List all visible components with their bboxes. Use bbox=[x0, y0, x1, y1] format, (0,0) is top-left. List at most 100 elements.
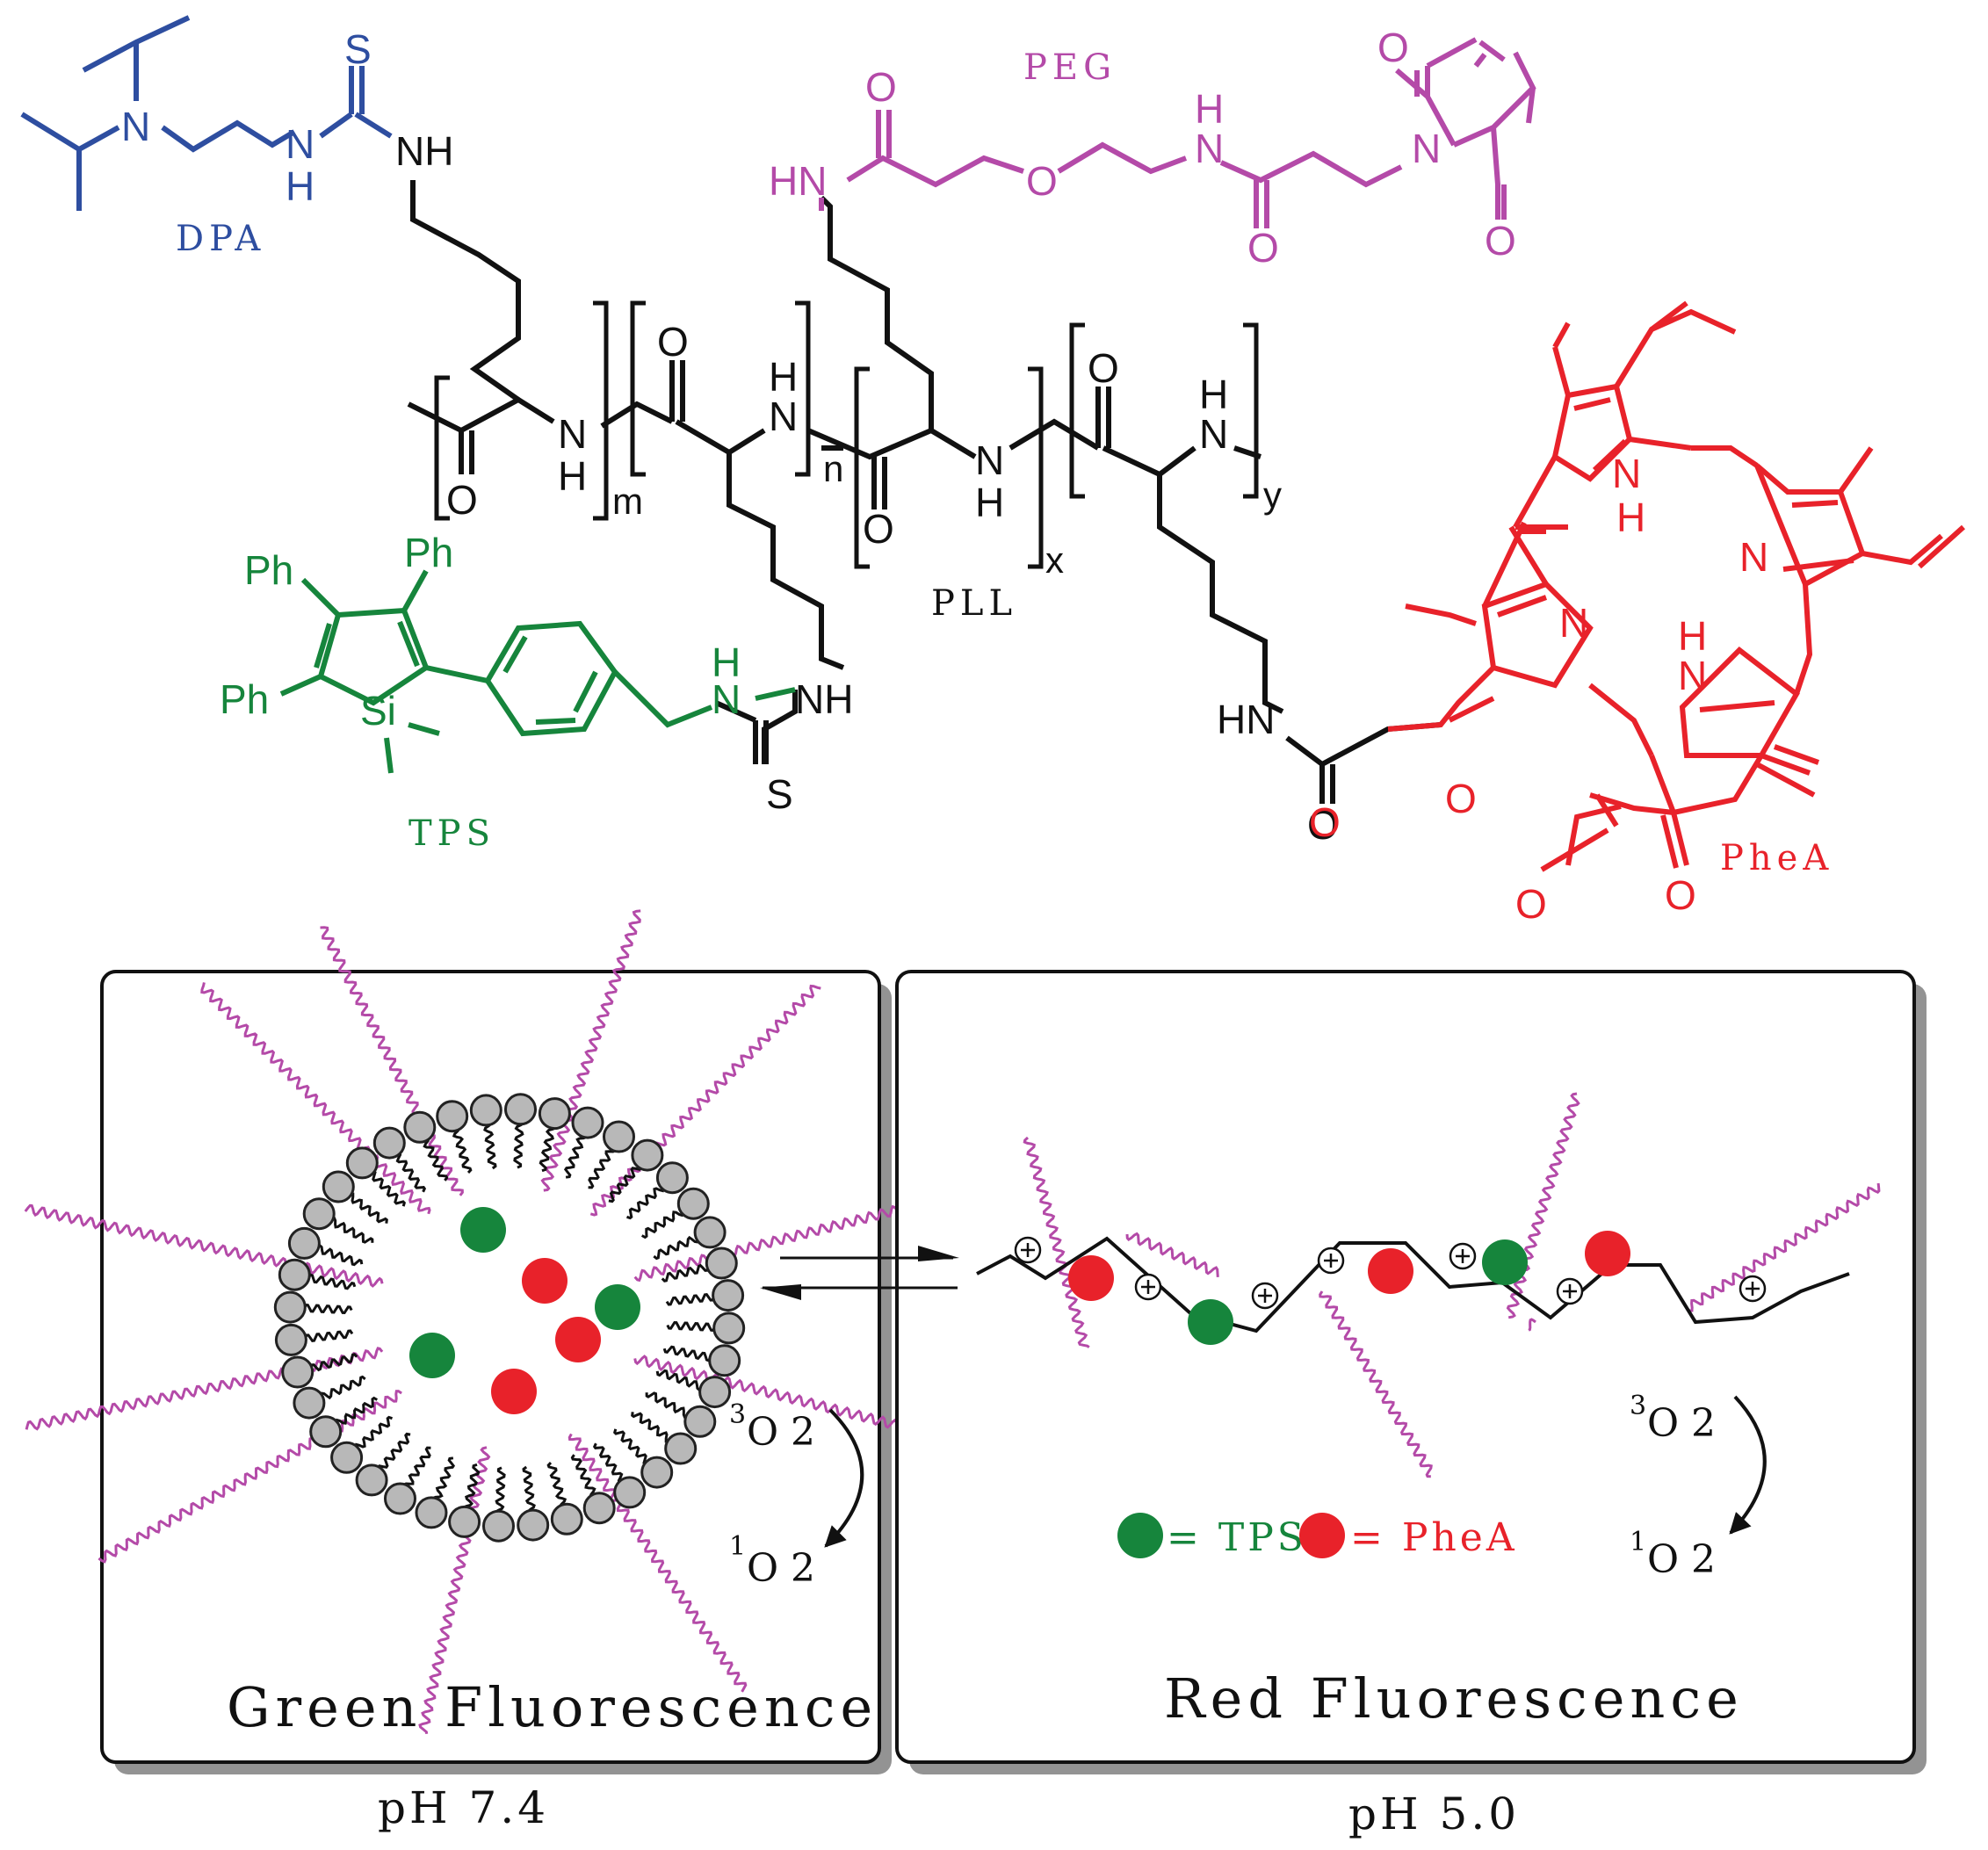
hydrophobic-tail bbox=[463, 1463, 481, 1509]
hydrophobic-tail bbox=[645, 1391, 688, 1419]
plus-charge bbox=[1134, 1273, 1162, 1301]
singlet-o2-sup-left: 1 bbox=[729, 1531, 746, 1562]
phea-o-atom-4: O bbox=[1665, 872, 1696, 918]
hydrophobic-tail bbox=[483, 1123, 497, 1170]
hydrophobic-tail bbox=[613, 1428, 647, 1465]
phea-dye-dot bbox=[1068, 1255, 1114, 1301]
encapsulated-dyes bbox=[409, 1207, 640, 1414]
head-bead bbox=[705, 1247, 738, 1280]
micelle-hydrophobic-tails bbox=[303, 1122, 716, 1514]
hydrophobic-tail bbox=[423, 1138, 449, 1182]
phea-o-atom-3: O bbox=[1515, 881, 1547, 927]
head-bead bbox=[469, 1094, 502, 1127]
head-bead bbox=[538, 1097, 571, 1131]
cationic-charges bbox=[1014, 1236, 1767, 1310]
hydrophobic-tail bbox=[303, 1304, 353, 1315]
hydrophobic-tail bbox=[665, 1292, 716, 1306]
released-dyes bbox=[1068, 1231, 1630, 1345]
n-atom-3: N bbox=[975, 437, 1004, 483]
dpa-n-atom: N bbox=[121, 104, 150, 149]
hydrophobic-tail bbox=[666, 1320, 716, 1332]
peg-n-atom-1: N bbox=[1195, 126, 1224, 171]
phea-o-atom-2: O bbox=[1445, 776, 1477, 821]
ph-5-0-label: pH 5.0 bbox=[1348, 1789, 1520, 1839]
tps-si-atom: Si bbox=[360, 688, 396, 733]
peg-tails-extended bbox=[1023, 1092, 1881, 1478]
h-atom-1: H bbox=[558, 453, 587, 499]
phea-n-atom-2: N bbox=[1739, 534, 1768, 580]
dpa-s-atom: S bbox=[344, 26, 372, 72]
plus-charge bbox=[1251, 1282, 1279, 1310]
micelle-head-beads bbox=[273, 1093, 746, 1543]
hydrophobic-tail bbox=[631, 1412, 669, 1443]
dpa-group bbox=[20, 15, 393, 211]
peg-o-atom-2: O bbox=[1026, 158, 1058, 204]
peg-o-atom-1: O bbox=[865, 64, 897, 110]
peg-h-atom: H bbox=[1195, 86, 1224, 132]
hydrophobic-tail bbox=[546, 1462, 567, 1507]
plus-charge bbox=[1317, 1247, 1345, 1275]
phea-n-atom-4: N bbox=[1678, 653, 1707, 698]
tps-dye-dot bbox=[1188, 1299, 1233, 1345]
tps-dye-dot bbox=[460, 1207, 506, 1253]
peg-hn-atom: HN bbox=[769, 158, 827, 204]
head-bead bbox=[550, 1502, 583, 1536]
peg-tail bbox=[1023, 1136, 1090, 1348]
head-bead bbox=[517, 1508, 550, 1542]
subscript-m: m bbox=[612, 481, 643, 522]
tps-ph-atom-3: Ph bbox=[220, 676, 269, 722]
phea-dye-dot bbox=[555, 1317, 601, 1362]
head-bead bbox=[309, 1415, 343, 1449]
phea-group bbox=[1387, 300, 1966, 872]
subscript-y: y bbox=[1263, 474, 1282, 516]
o-atom-2: O bbox=[657, 319, 689, 365]
singlet-o2-sup-right: 1 bbox=[1630, 1527, 1646, 1557]
hydrophobic-tail bbox=[592, 1442, 624, 1483]
hydrophobic-tail bbox=[522, 1465, 536, 1513]
hydrophobic-tail bbox=[662, 1345, 712, 1362]
peg-tail bbox=[1125, 1232, 1219, 1278]
hydrophobic-tail bbox=[513, 1122, 524, 1169]
peg-tail bbox=[25, 1347, 384, 1431]
panel-unfolded-chain: = TPS = PheA 3 O 2 1 O 2 Red Fluorescenc… bbox=[895, 970, 1927, 1774]
hydrophobic-tail bbox=[563, 1136, 587, 1179]
tps-ph-atom-1: Ph bbox=[244, 547, 293, 593]
head-bead bbox=[281, 1355, 314, 1389]
head-bead bbox=[322, 1170, 355, 1203]
phea-dye-dot bbox=[491, 1369, 537, 1414]
legend-tps-dot bbox=[1117, 1513, 1163, 1558]
peg-tail bbox=[540, 909, 641, 1192]
dpa-n-atom-2: N bbox=[286, 121, 314, 167]
singlet-o2-left: O 2 bbox=[747, 1546, 815, 1591]
hydrophobic-tail bbox=[320, 1375, 366, 1400]
tps-dye-dot bbox=[595, 1284, 640, 1330]
tps-dye-dot bbox=[409, 1333, 455, 1378]
hydrophobic-tail bbox=[309, 1353, 358, 1372]
o-atom-3: O bbox=[863, 506, 894, 552]
head-bead bbox=[603, 1120, 635, 1153]
head-bead bbox=[664, 1432, 698, 1465]
hydrophobic-tail bbox=[570, 1454, 596, 1498]
singlet-o2-right: O 2 bbox=[1647, 1537, 1716, 1582]
peg-label: PEG bbox=[1023, 47, 1117, 88]
head-bead bbox=[345, 1146, 379, 1180]
hydrophobic-tail bbox=[303, 1329, 354, 1343]
n-atom-4: N bbox=[1199, 411, 1228, 457]
brackets bbox=[434, 300, 1259, 569]
hydrophobic-tail bbox=[661, 1263, 710, 1283]
head-bead bbox=[708, 1344, 741, 1377]
phea-nh-atom-1: N bbox=[1612, 451, 1641, 496]
head-bead bbox=[613, 1476, 647, 1509]
plus-charge bbox=[1449, 1242, 1477, 1270]
peg-tail bbox=[24, 1203, 384, 1288]
tps-ph-atom-2: Ph bbox=[404, 530, 453, 575]
peg-tail bbox=[98, 1390, 402, 1564]
peg-o-atom-3: O bbox=[1247, 225, 1279, 271]
tps-n-atom: N bbox=[712, 676, 741, 722]
head-bead bbox=[355, 1463, 388, 1497]
hydrophobic-tail bbox=[307, 1273, 357, 1290]
peg-n-atom-2: N bbox=[1412, 126, 1441, 171]
triplet-o2-left: O 2 bbox=[747, 1410, 815, 1455]
peg-tail bbox=[200, 982, 431, 1215]
plus-charge bbox=[1739, 1275, 1767, 1303]
